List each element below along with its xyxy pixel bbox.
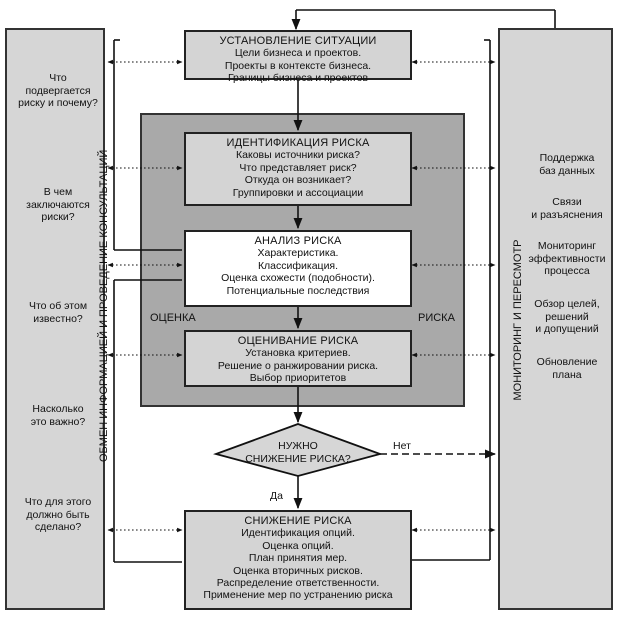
step-situation: УСТАНОВЛЕНИЕ СИТУАЦИИ Цели бизнеса и про… <box>184 30 412 84</box>
decision-diamond <box>213 423 383 477</box>
monitor-item-review: Обзор целей, решений и допущений <box>534 298 600 335</box>
communication-panel <box>5 28 105 610</box>
assessment-label-left: ОЦЕНКА <box>150 312 196 324</box>
decision-text: НУЖНО СНИЖЕНИЕ РИСКА? <box>245 440 351 465</box>
step-reduction: СНИЖЕНИЕ РИСКА Идентификация опций. Оцен… <box>184 510 412 610</box>
question-what-known: Что об этом известно? <box>28 300 88 325</box>
step-identification: ИДЕНТИФИКАЦИЯ РИСКА Каковы источники рис… <box>184 132 412 206</box>
monitor-item-plan-update: Обновление плана <box>536 356 598 381</box>
question-what-to-do: Что для этого должно быть сделано? <box>24 496 92 533</box>
question-how-important: Насколько это важно? <box>30 403 86 428</box>
monitor-item-efficiency: Мониторинг эффективности процесса <box>528 240 606 277</box>
assessment-label-right: РИСКА <box>418 312 455 324</box>
decision-no-label: Нет <box>393 440 411 452</box>
decision-yes-label: Да <box>270 490 283 502</box>
question-at-risk: Что подвергается риску и почему? <box>18 72 98 109</box>
monitor-item-databases: Поддержка баз данных <box>539 152 595 177</box>
step-evaluation: ОЦЕНИВАНИЕ РИСКА Установка критериев. Ре… <box>184 330 412 387</box>
question-what-risks: В чем заключаются риски? <box>26 186 90 223</box>
monitor-item-links: Связи и разъяснения <box>531 196 603 221</box>
step-analysis: АНАЛИЗ РИСКА Характеристика. Классификац… <box>184 230 412 307</box>
monitoring-panel <box>498 28 613 610</box>
